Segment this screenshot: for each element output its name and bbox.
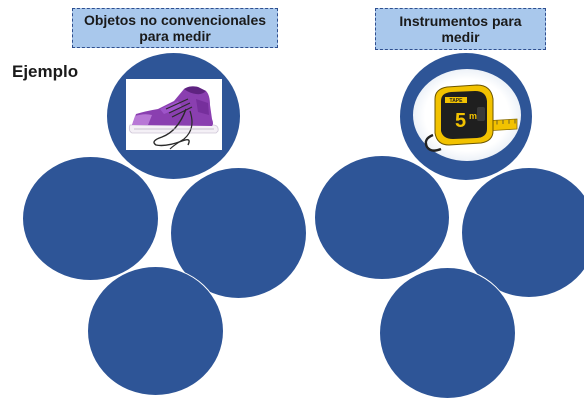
circle-right-left [314,155,450,280]
header-box-measuring-instruments: Instrumentos para medir [375,8,546,50]
tape-measure-icon: TAPE 5 m [413,69,521,161]
header-instruments-line1: Instrumentos para [399,13,522,29]
circle-right-bottom [379,267,516,399]
circle-left-left [22,156,159,281]
tape-measure-size: 5 [455,110,466,132]
header-instruments-line2: medir [441,29,480,45]
svg-text:TAPE: TAPE [450,98,464,104]
tape-measure-unit: m [469,111,477,121]
header-unconventional-line2: para medir [139,28,211,44]
circle-left-bottom [87,266,224,396]
header-unconventional-line1: Objetos no convencionales [83,12,267,28]
header-box-unconventional-objects: Objetos no convencionales para medir [72,8,278,48]
example-label: Ejemplo [12,62,79,81]
sneaker-icon [126,79,222,150]
